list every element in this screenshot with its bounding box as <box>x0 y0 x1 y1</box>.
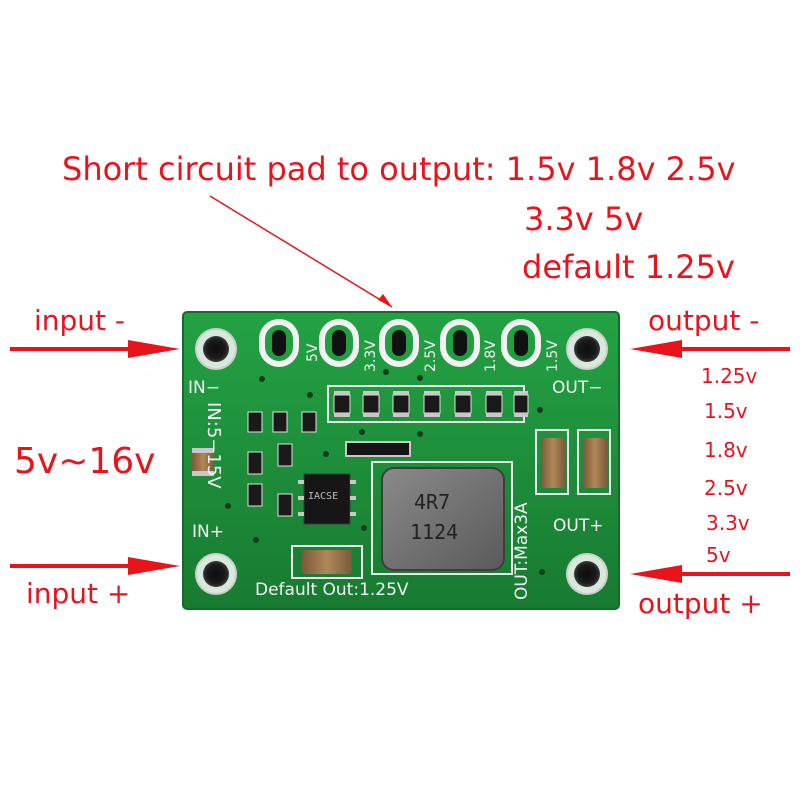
inductor <box>381 467 505 571</box>
board-default-out: Default Out:1.25V <box>255 580 409 600</box>
inductor-marking-2: 1124 <box>410 520 459 544</box>
mounting-holes <box>195 328 608 595</box>
board-out-max: OUT:Max3A <box>512 502 532 600</box>
input-range-label: 5v~16v <box>14 441 156 482</box>
board-in-range: IN:5−15V <box>203 402 224 489</box>
capacitors <box>192 429 611 579</box>
input-plus-label: input + <box>26 577 131 610</box>
pad-label-3v3: 3.3V <box>363 340 379 372</box>
pad-label-1v8: 1.8V <box>483 340 499 372</box>
inductor-marking-1: 4R7 <box>414 490 451 514</box>
jumper-pads <box>259 319 541 367</box>
board-in-plus: IN+ <box>192 522 224 542</box>
pad-label-1v5: 1.5V <box>545 340 561 372</box>
output-value-5v: 5v <box>706 543 731 567</box>
ic-marking: IACSE <box>308 491 339 502</box>
output-value-1v8: 1.8v <box>704 438 748 462</box>
output-value-1v5: 1.5v <box>704 399 748 423</box>
board-out-plus: OUT+ <box>553 516 604 536</box>
headline: Short circuit pad to output: 1.5v 1.8v 2… <box>62 150 736 188</box>
output-value-3v3: 3.3v <box>706 511 750 535</box>
resistor-row <box>327 385 529 423</box>
board-out-minus: OUT− <box>552 378 603 398</box>
headline-line3: default 1.25v <box>522 248 735 286</box>
output-value-2v5: 2.5v <box>704 476 748 500</box>
board-in-minus: IN− <box>188 378 220 398</box>
output-minus-label: output - <box>648 304 760 337</box>
output-plus-label: output + <box>638 587 763 620</box>
pad-label-2v5: 2.5V <box>423 340 439 372</box>
input-minus-label: input - <box>34 304 126 337</box>
pad-label-5v: 5V <box>305 343 321 362</box>
headline-line2: 3.3v 5v <box>524 200 644 238</box>
small-components <box>247 411 317 517</box>
regulator-ic <box>303 473 351 525</box>
annotation-arrows <box>10 195 790 583</box>
output-value-1v25: 1.25v <box>701 364 758 388</box>
